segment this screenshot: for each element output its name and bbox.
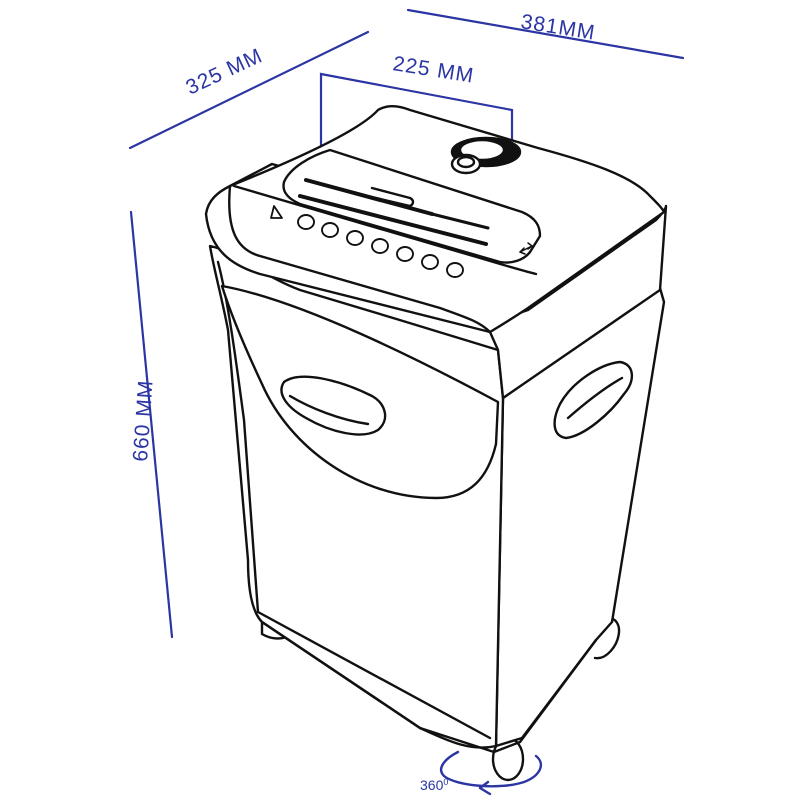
control-button[interactable]	[396, 246, 414, 262]
rotation-value: 360	[420, 777, 444, 793]
paper-feed-slot	[304, 178, 434, 216]
front-panel-inner-outline	[216, 260, 492, 740]
play-icon[interactable]	[270, 205, 283, 219]
rotation-indicator: 3600	[420, 750, 543, 796]
width-dimension-label: 381MM	[519, 10, 597, 44]
cd-feed-slot	[298, 194, 488, 246]
side-handle	[553, 360, 633, 440]
rotation-degree-mark: 0	[443, 777, 448, 787]
front-handle-inner	[288, 394, 370, 426]
rotation-arrow-head	[478, 780, 492, 796]
lid-rim	[232, 184, 538, 276]
shredder-body	[204, 105, 668, 782]
height-dimension-label: 660 MM	[129, 379, 158, 462]
side-handle-inner	[566, 376, 624, 420]
slot-width-dimension-label: 225 MM	[391, 52, 475, 88]
control-button[interactable]	[297, 214, 315, 230]
depth-dimension-line	[128, 30, 370, 150]
width-dimension-line	[406, 8, 685, 60]
base-edge	[260, 620, 598, 754]
control-button[interactable]	[346, 230, 364, 246]
control-button[interactable]	[371, 238, 389, 254]
control-button[interactable]	[421, 254, 439, 270]
paper-feed-slot-right	[430, 212, 490, 230]
power-knob-cap	[456, 155, 476, 169]
height-dimension-line	[129, 210, 174, 639]
slot-guide	[370, 186, 415, 208]
rotation-label: 3600	[420, 777, 448, 793]
rotation-arrow	[439, 750, 543, 788]
control-button[interactable]	[321, 222, 339, 238]
control-button[interactable]	[446, 262, 464, 278]
dimension-lines	[128, 8, 685, 639]
card-slot-arrow-icon	[519, 242, 533, 255]
front-handle	[280, 375, 387, 436]
control-buttons	[297, 214, 464, 278]
depth-dimension-label: 325 MM	[182, 44, 266, 99]
